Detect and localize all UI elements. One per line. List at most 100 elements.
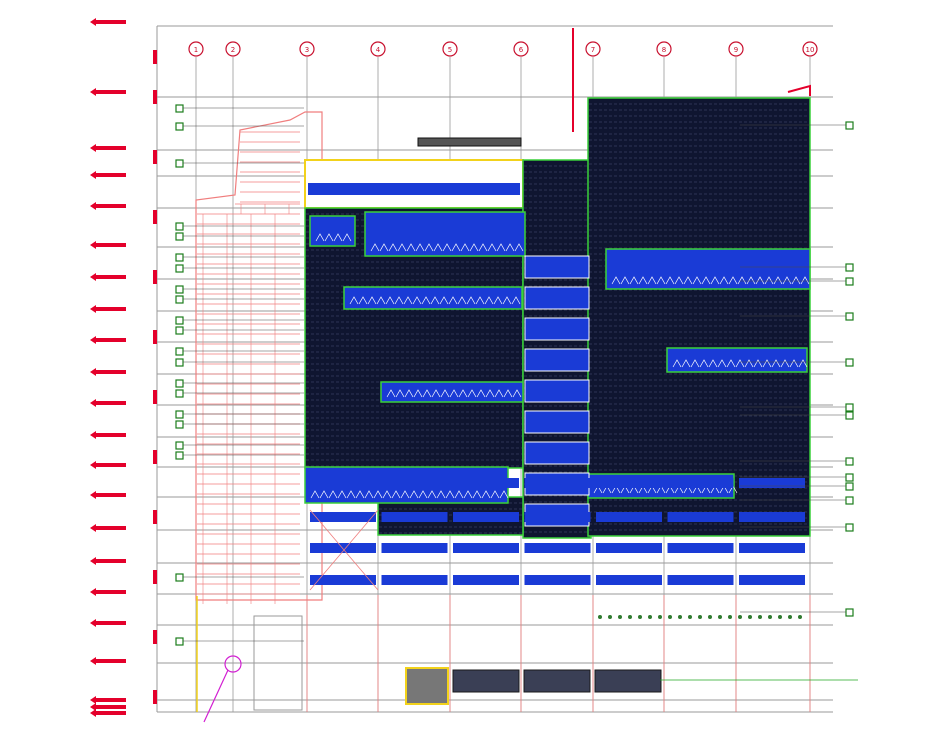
window-pattern: [478, 243, 488, 252]
garage-door: [405, 667, 449, 705]
window-pattern: [800, 276, 810, 285]
window-pattern: [415, 243, 425, 252]
axis-bubble: [728, 41, 744, 57]
axis-bubble: [299, 41, 315, 57]
window-pattern: [333, 233, 343, 242]
planter-shrub: [648, 615, 652, 619]
level-marker-arrow: [90, 241, 96, 249]
podium-window: [667, 512, 734, 522]
planter-shrub: [798, 615, 802, 619]
window-pattern: [780, 359, 790, 368]
level-marker-arrow: [90, 703, 96, 711]
level-markers: [90, 18, 574, 717]
podium-window: [524, 543, 591, 553]
axis-bubble: [225, 41, 241, 57]
level-marker: [94, 463, 126, 467]
window-pattern: [719, 276, 729, 285]
window-pattern: [629, 276, 639, 285]
window-band: [343, 286, 523, 310]
window-pattern: [476, 389, 486, 398]
window-pattern: [496, 243, 506, 252]
lower-block: [253, 615, 303, 711]
podium-window: [596, 478, 662, 488]
level-marker: [94, 559, 126, 563]
window-pattern: [710, 276, 720, 285]
window-pattern: [358, 296, 368, 305]
level-marker: [94, 621, 126, 625]
window-pattern: [379, 243, 389, 252]
podium-window: [381, 575, 448, 585]
window-pattern: [315, 233, 325, 242]
callout-tag-right: [845, 121, 854, 130]
roof-red-mark: [787, 84, 811, 96]
podium-window: [524, 575, 591, 585]
planter-shrub: [678, 615, 682, 619]
datum-dash: [153, 630, 157, 644]
window-pattern: [397, 243, 407, 252]
callout-tag-right: [845, 608, 854, 617]
ground-grille: [523, 669, 591, 693]
window-pattern: [409, 490, 419, 499]
window-pattern: [755, 276, 765, 285]
datum-dash: [153, 270, 157, 284]
window-pattern: [735, 359, 745, 368]
window-pattern: [692, 276, 702, 285]
callout-tag-left: [175, 222, 184, 231]
window-pattern: [385, 296, 395, 305]
planter-shrub: [658, 615, 662, 619]
window-pattern: [431, 389, 441, 398]
planter-shrub: [688, 615, 692, 619]
podium-window: [381, 478, 448, 488]
level-marker: [94, 243, 126, 247]
level-marker-arrow: [90, 399, 96, 407]
roof-canopy: [417, 137, 522, 147]
ground-grille: [452, 669, 520, 693]
podium-window: [739, 543, 805, 553]
window-pattern: [701, 276, 711, 285]
axis-bubble: [802, 41, 818, 57]
window-pattern: [690, 359, 700, 368]
callout-tag-right: [845, 358, 854, 367]
window-pattern: [789, 359, 799, 368]
window-pattern: [511, 296, 521, 305]
level-marker-arrow: [90, 273, 96, 281]
level-marker-arrow: [90, 336, 96, 344]
podium-window: [453, 575, 519, 585]
window-pattern: [355, 490, 365, 499]
window-band: [309, 215, 356, 247]
level-marker-arrow: [90, 524, 96, 532]
window-pattern: [454, 490, 464, 499]
window-pattern: [367, 296, 377, 305]
window-pattern: [494, 389, 504, 398]
core-window: [524, 255, 590, 279]
window-pattern: [764, 276, 774, 285]
datum-dash: [153, 210, 157, 224]
window-pattern: [458, 389, 468, 398]
window-pattern: [421, 296, 431, 305]
planter-shrub: [618, 615, 622, 619]
callout-tag-right: [845, 496, 854, 505]
core-window: [524, 441, 590, 465]
level-marker-arrow: [90, 171, 96, 179]
level-marker-arrow: [90, 557, 96, 565]
ground-grille: [594, 669, 662, 693]
callout-tag-left: [175, 264, 184, 273]
window-pattern: [782, 276, 792, 285]
window-pattern: [512, 389, 522, 398]
window-pattern: [422, 389, 432, 398]
datum-dash: [153, 390, 157, 404]
level-marker-arrow: [90, 461, 96, 469]
datum-dash: [153, 450, 157, 464]
datum-dash: [153, 510, 157, 524]
window-pattern: [746, 276, 756, 285]
planter-shrub: [698, 615, 702, 619]
axis-bubble: [442, 41, 458, 57]
window-pattern: [472, 490, 482, 499]
window-pattern: [672, 359, 682, 368]
level-marker: [94, 433, 126, 437]
window-pattern: [744, 359, 754, 368]
level-marker: [94, 20, 126, 24]
axis-label: 9: [734, 46, 738, 54]
podium-window: [596, 512, 662, 522]
callout-tag-left: [175, 122, 184, 131]
